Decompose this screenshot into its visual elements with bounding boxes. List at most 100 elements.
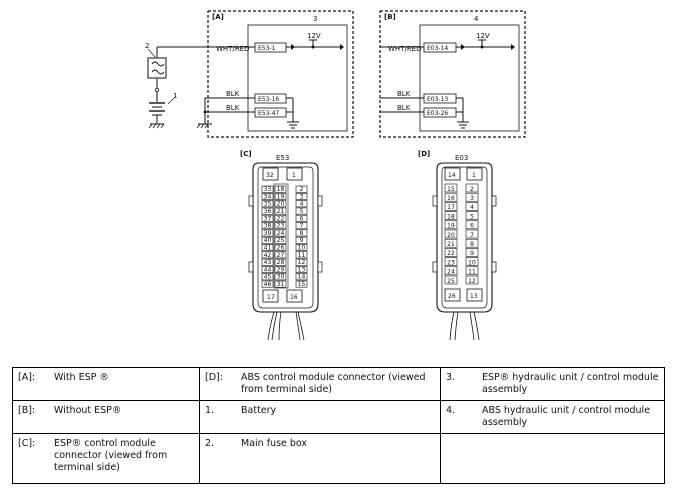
connector-c-pin-number: 21 [277,208,285,215]
connector-d-pin-cavity [465,238,479,248]
connector-c-pin-number: 42 [264,252,272,259]
connector-d-pin-cavity [465,220,479,230]
connector-c-name: E53 [276,154,289,162]
connector-d-pin-cavity [444,266,458,276]
connector-c-pin-number: 26 [277,245,285,252]
connector-d-pin-number: 23 [447,259,455,266]
connector-c-pin-cavity [295,214,308,222]
connector-c-pin-cavity [295,258,308,266]
connector-c-pin-number: 3 [300,193,304,200]
connector-c-pin-cavity [261,185,274,193]
connector-c-pin-cavity [295,273,308,281]
connector-c-pin-number: 15 [298,281,306,288]
connector-c-pin-cavity [274,265,287,273]
connector-c-pin-number: 39 [264,230,272,237]
connector-d-pin-number: 16 [447,195,455,202]
legend-cell: [D]: ABS control module connector (viewe… [199,367,441,401]
battery-fuse-circuit: 2 1 [145,42,255,129]
connector-d-pin-bottom-right: 13 [470,293,478,300]
connector-c-pin-bottom-right: 16 [290,294,298,301]
legend-cell [440,433,665,484]
connector-d-pin-number: 7 [470,232,474,239]
connector-c-pin-number: 9 [300,237,304,244]
connector-c-pin-top-right: 1 [292,172,296,179]
connector-c-pin-cavity [274,280,287,288]
connector-d-pin-number: 6 [470,223,474,230]
connector-d-pin-cavity [444,248,458,257]
connector-d-pin-number: 21 [447,241,455,248]
connector-c-pin-cavity [295,236,308,244]
connector-c-pin-cavity [274,258,287,266]
connector-d-pin-cavity [465,202,479,211]
connector-d-pin-cavity [465,266,479,276]
connector-c-pin-cavity [274,251,287,259]
legend-text: ABS hydraulic unit / control module asse… [482,405,651,428]
connector-c-pin-number: 10 [298,245,306,252]
connector-d-pin-number: 15 [447,186,455,193]
connector-c-pin-number: 44 [264,266,272,273]
connector-d-pin-number: 17 [447,204,455,211]
connector-c-e53: [C] E53 32 1 17 16 333435363738394041424… [240,150,323,341]
block-b-term-e03-14: E03-14 [427,45,448,52]
connector-c-pin-number: 43 [264,259,272,266]
block-b-without-esp: [B] 4 WHT/RED E03-14 12V BLK BLK E03-13 … [379,10,526,138]
connector-d-pin-cavity [444,257,458,266]
connector-d-pin-number: 20 [447,232,455,239]
block-b-wire-wht-red: WHT/RED [388,45,422,53]
connector-c-pin-cavity [261,229,274,237]
connector-d-pin-number: 18 [447,213,455,220]
connector-c-pin-number: 14 [298,274,306,281]
connector-c-pin-number: 23 [277,223,285,230]
block-a-wire-wht-red: WHT/RED [216,45,250,53]
legend-text: ESP® control module connector (viewed fr… [54,438,168,473]
connector-c-pin-cavity [274,229,287,237]
legend-row: [B]: Without ESP® 1. Battery 4. ABS hydr… [12,400,665,434]
connector-c-pin-number: 27 [277,252,285,259]
legend-text: With ESP ® [54,372,109,383]
connector-c-pin-number: 37 [264,215,272,222]
connector-d-pin-number: 3 [470,195,474,202]
connector-c-pin-number: 7 [300,223,304,230]
connector-c-pin-cavity [261,280,274,288]
connector-d-tag: [D] [418,150,430,158]
connector-c-pin-number: 20 [277,201,285,208]
connector-c-pin-cavity [261,251,274,259]
legend-cell: 2. Main fuse box [199,433,441,484]
connector-c-pin-cavity [261,193,274,200]
connector-c-pin-number: 19 [277,193,285,200]
block-a-term-e53-1: E53-1 [258,45,276,52]
connector-d-pin-cavity [465,229,479,239]
legend-cell: 1. Battery [199,400,441,434]
connector-d-pin-cavity [465,211,479,220]
battery-callout: 1 [173,92,177,100]
connector-d-pin-cavity [444,229,458,239]
legend-text: Battery [241,405,277,416]
connector-c-pin-number: 2 [300,186,304,193]
block-a-term-e53-47: E53-47 [258,110,279,117]
connector-c-pin-number: 30 [277,274,285,281]
connector-d-pin-number: 10 [468,259,476,266]
connector-d-pin-cavity [444,192,458,202]
connector-c-pin-cavity [261,244,274,251]
connector-c-pin-cavity [261,222,274,230]
block-b-term-e03-26: E03-26 [427,110,448,117]
legend-key: 3. [446,372,456,383]
connector-d-pin-cavity [444,211,458,220]
connector-c-pin-grid: 3334353637383940414243444546181920212223… [261,185,308,288]
legend-key: [B]: [18,405,36,416]
block-b-unit-number: 4 [474,15,479,23]
block-b-tag: [B] [384,13,396,21]
legend-key: [A]: [18,372,36,383]
connector-c-pin-number: 41 [264,245,272,252]
connector-c-pin-cavity [295,200,308,208]
block-a-wire-blk-2: BLK [226,104,240,112]
connector-c-pin-top-left: 32 [266,172,274,179]
connector-c-pin-number: 8 [300,230,304,237]
connector-c-pin-cavity [261,236,274,244]
connector-d-pin-number: 8 [470,241,474,248]
legend-text: Without ESP® [54,405,122,416]
connector-d-pin-number: 25 [447,278,455,285]
legend-key: 4. [446,405,456,416]
legend-cell: 4. ABS hydraulic unit / control module a… [440,400,665,434]
connector-c-pin-number: 45 [264,274,272,281]
